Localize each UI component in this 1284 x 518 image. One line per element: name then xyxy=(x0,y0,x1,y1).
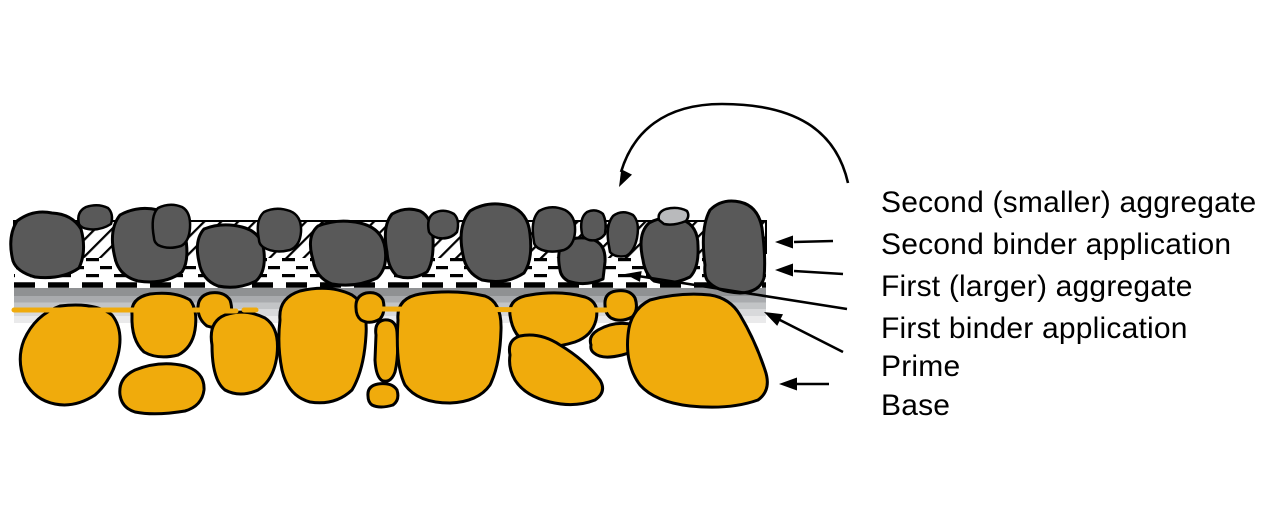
rock xyxy=(383,207,435,280)
prime-strip xyxy=(14,296,766,303)
rock xyxy=(459,202,533,283)
label-first-aggregate: First (larger) aggregate xyxy=(881,270,1193,303)
base-rocks xyxy=(18,286,769,416)
pointer-arrows xyxy=(619,102,850,391)
arrow-first-aggregate xyxy=(775,263,844,277)
rock xyxy=(277,286,368,405)
first-aggregate-rocks xyxy=(9,199,767,295)
rock xyxy=(603,289,638,322)
rock xyxy=(701,199,767,295)
rock xyxy=(9,210,86,280)
rock xyxy=(195,223,266,289)
rock xyxy=(639,216,700,285)
prime-strip xyxy=(14,288,766,296)
rock xyxy=(657,206,690,226)
label-second-binder: Second binder application xyxy=(881,228,1232,261)
rock xyxy=(395,290,503,405)
rock xyxy=(130,291,198,359)
rock xyxy=(606,211,640,258)
second-aggregate-rocks xyxy=(77,203,690,258)
label-base: Base xyxy=(881,389,951,422)
rock xyxy=(508,333,605,407)
rock xyxy=(366,382,400,409)
prime-strip xyxy=(14,302,766,309)
label-prime: Prime xyxy=(881,350,961,383)
arrow-base xyxy=(779,377,829,391)
rock xyxy=(426,209,460,240)
rock xyxy=(579,209,607,242)
arrow-prime xyxy=(764,312,844,354)
arrow-first-binder xyxy=(625,271,848,311)
prime-line xyxy=(11,306,609,314)
arrow-second-aggregate xyxy=(619,102,850,187)
rock xyxy=(626,292,769,409)
rock xyxy=(209,310,279,396)
rock xyxy=(77,204,114,231)
prime-strip xyxy=(14,309,766,316)
rock xyxy=(373,318,400,383)
rock xyxy=(531,206,577,253)
arrow-second-binder xyxy=(775,235,834,249)
rock xyxy=(256,207,303,253)
rock xyxy=(308,219,388,287)
rock xyxy=(118,362,206,416)
rock xyxy=(18,303,122,407)
label-first-binder: First binder application xyxy=(881,312,1188,345)
rock xyxy=(151,203,192,249)
label-second-aggregate: Second (smaller) aggregate xyxy=(881,186,1257,219)
